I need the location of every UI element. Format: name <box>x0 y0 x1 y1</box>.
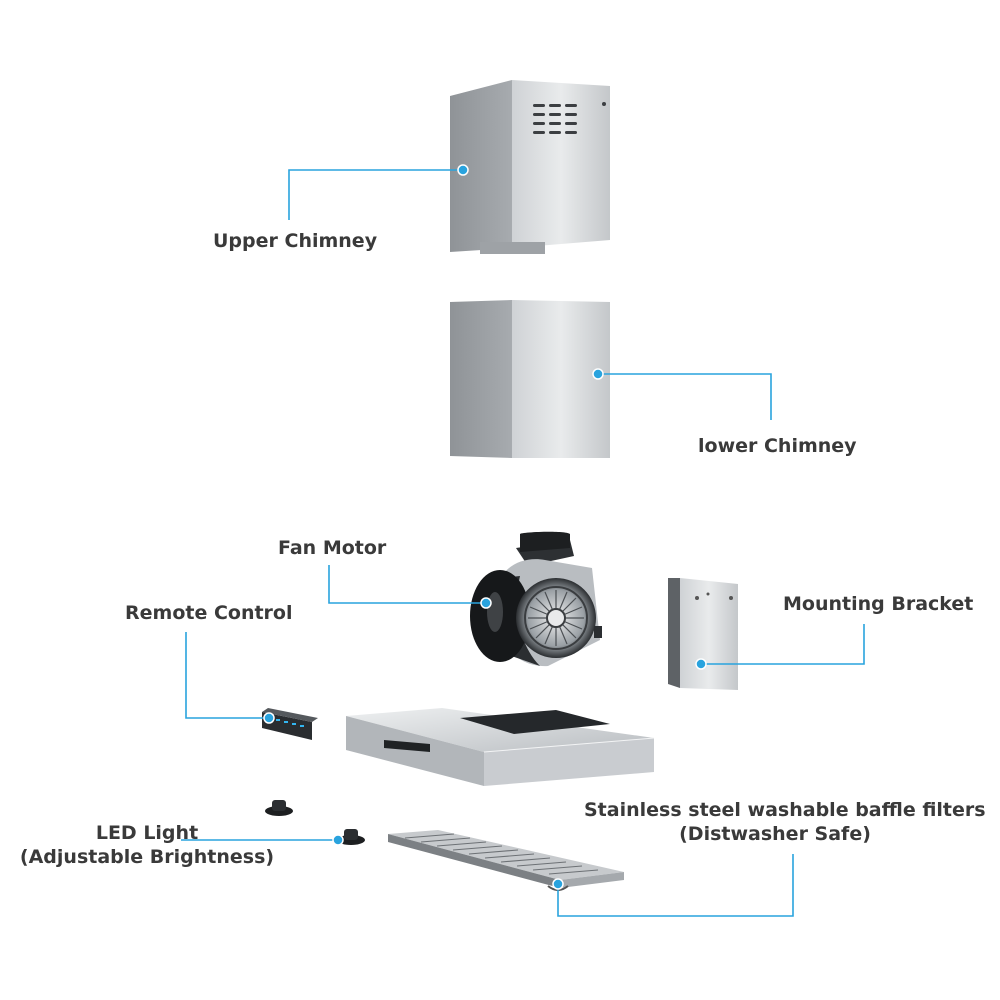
label-fan-motor: Fan Motor <box>278 537 387 559</box>
leader-upper-chimney <box>288 164 469 220</box>
label-mounting-bracket: Mounting Bracket <box>783 593 974 615</box>
upper-chimney <box>450 80 610 254</box>
label-led-light-line2: (Adjustable Brightness) <box>19 846 275 868</box>
leader-mounting-bracket <box>695 624 865 670</box>
label-upper-chimney: Upper Chimney <box>213 230 378 252</box>
label-led-light: LED Light (Adjustable Brightness) <box>14 821 280 869</box>
label-baffle-filters-line2: (Distwasher Safe) <box>679 823 871 845</box>
hood-body <box>346 708 655 786</box>
leader-lower-chimney <box>592 368 772 420</box>
upper-chimney-vents <box>533 102 606 134</box>
led-light-2 <box>337 829 365 845</box>
label-led-light-line1: LED Light <box>95 822 199 844</box>
leader-fan-motor <box>328 565 492 609</box>
label-baffle-filters-line1: Stainless steel washable baffle filters <box>584 799 986 821</box>
leader-baffle-filters <box>552 854 794 917</box>
leader-led-light <box>181 834 344 846</box>
led-light-1 <box>265 800 293 816</box>
label-lower-chimney: lower Chimney <box>698 435 857 457</box>
baffle-filter <box>388 830 624 891</box>
leader-remote-control <box>185 632 275 724</box>
label-remote-control: Remote Control <box>125 602 293 624</box>
mounting-bracket <box>668 578 738 690</box>
lower-chimney <box>450 300 610 458</box>
label-baffle-filters: Stainless steel washable baffle filters … <box>584 798 986 846</box>
